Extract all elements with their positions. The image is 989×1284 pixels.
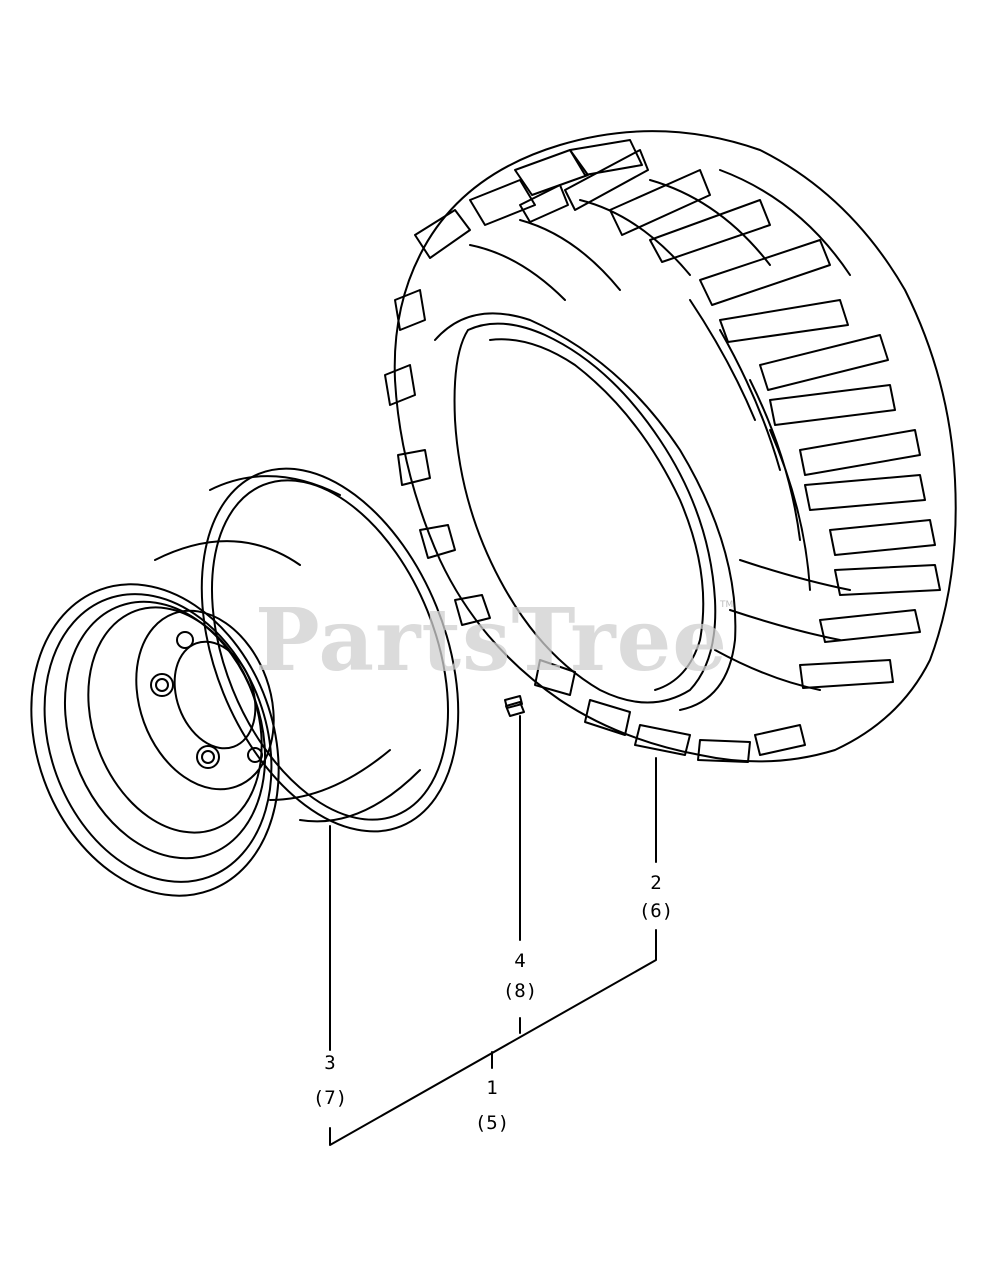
tire xyxy=(384,130,957,763)
callout-4-number: 4 xyxy=(514,950,526,972)
callout-2-number: 2 xyxy=(650,872,662,894)
callout-3-qty: (7) xyxy=(312,1087,348,1109)
callout-3-number: 3 xyxy=(324,1052,336,1074)
callout-1-qty: (5) xyxy=(474,1112,510,1134)
callout-2-qty: (6) xyxy=(638,900,674,922)
callout-1-number: 1 xyxy=(486,1077,498,1099)
leader-lines xyxy=(329,715,657,1146)
wheel-rim xyxy=(30,467,460,897)
valve-stem xyxy=(504,695,525,717)
callout-4-qty: (8) xyxy=(502,980,538,1002)
watermark-text: PartsTree xyxy=(255,590,729,691)
watermark-trademark: TM xyxy=(720,600,734,610)
